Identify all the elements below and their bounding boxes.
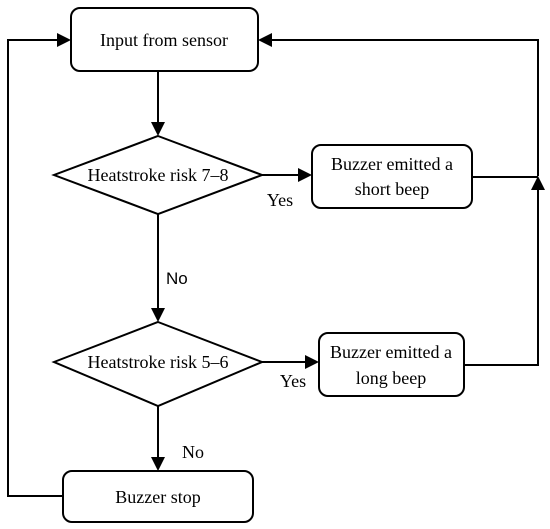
edge-risk-high-no: No [151,214,188,322]
long-beep-label-line2: long beep [356,368,426,388]
arrowhead-icon [298,168,312,182]
no-label-mid: No [182,442,204,462]
yes-label-high: Yes [267,190,293,210]
arrowhead-icon [151,122,165,136]
short-beep-label-line1: Buzzer emitted a [331,154,453,174]
edge-risk-mid-no: No [151,406,204,471]
input-from-sensor-label: Input from sensor [100,30,228,50]
edge-risk-high-yes: Yes [262,168,312,210]
edge-stop-to-input-loop [7,33,71,497]
edge-beeps-to-input-loop [258,33,545,366]
short-beep-node: Buzzer emitted a short beep [311,144,473,209]
long-beep-label-line1: Buzzer emitted a [330,342,452,362]
yes-label-mid: Yes [280,371,306,391]
arrowhead-icon [305,355,319,369]
arrowhead-icon [151,308,165,322]
edge-risk-mid-yes: Yes [262,355,319,391]
buzzer-stop-node: Buzzer stop [62,470,254,523]
heatstroke-risk-5-6-label: Heatstroke risk 5–6 [88,352,229,372]
no-label-high: No [166,269,188,288]
arrowhead-icon [531,176,545,190]
arrowhead-icon [258,33,272,47]
heatstroke-risk-7-8-decision: Heatstroke risk 7–8 [51,134,265,216]
heatstroke-risk-7-8-label: Heatstroke risk 7–8 [88,165,229,185]
long-beep-node: Buzzer emitted a long beep [318,332,465,397]
arrowhead-icon [57,33,71,47]
short-beep-label-line2: short beep [355,179,429,199]
edge-input-to-risk-high [151,71,165,136]
arrowhead-icon [151,457,165,471]
buzzer-stop-label: Buzzer stop [115,487,200,507]
input-from-sensor-node: Input from sensor [70,7,259,72]
heatstroke-risk-5-6-decision: Heatstroke risk 5–6 [51,320,265,408]
